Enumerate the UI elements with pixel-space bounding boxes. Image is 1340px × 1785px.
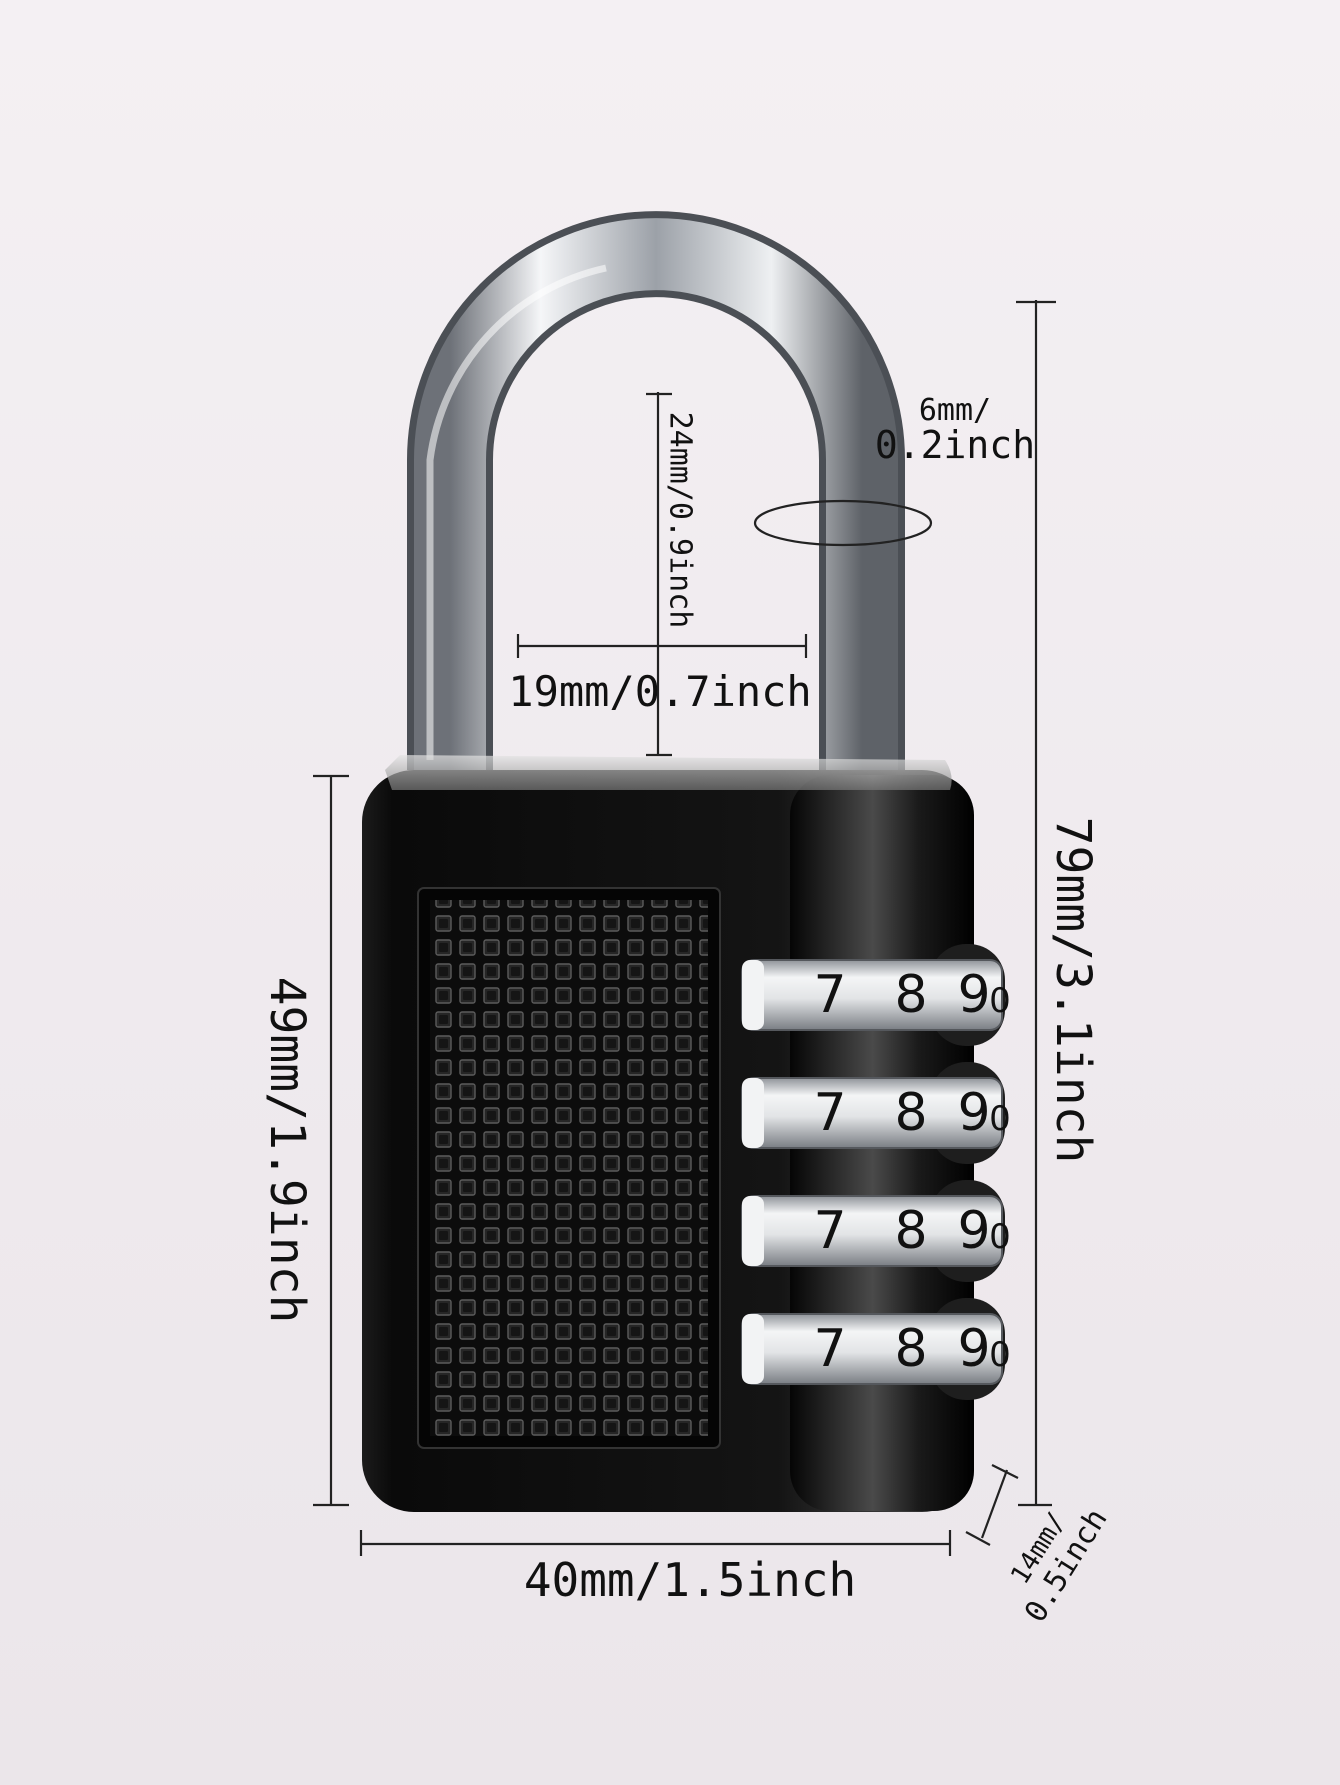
dial-digit: 9 bbox=[957, 965, 990, 1025]
grip-texture-panel bbox=[430, 900, 708, 1436]
dial-digit: 8 bbox=[894, 965, 927, 1025]
shackle-width-label: 19mm/0.7inch bbox=[508, 667, 811, 716]
dial-wheel-edge bbox=[742, 960, 764, 1030]
dial-digit: 0 bbox=[989, 981, 1011, 1021]
dial-digit: 8 bbox=[894, 1201, 927, 1261]
dial-digit: 7 bbox=[813, 965, 846, 1025]
dial-digit: 9 bbox=[957, 1083, 990, 1143]
dial-digit: 7 bbox=[813, 1201, 846, 1261]
body-depth-label: 14mm/ 0.5inch bbox=[1005, 1503, 1114, 1629]
dial-digit: 0 bbox=[989, 1217, 1011, 1257]
shackle-height-label: 24mm/0.9inch bbox=[663, 412, 698, 629]
shackle-diameter-label-line2: 0.2inch bbox=[875, 423, 1035, 467]
dial-digit: 0 bbox=[989, 1335, 1011, 1375]
dial-digit: 8 bbox=[894, 1319, 927, 1379]
total-height-label: 79mm/3.1inch bbox=[1045, 817, 1101, 1164]
body-width-label: 40mm/1.5inch bbox=[524, 1553, 856, 1607]
dial-wheel-edge bbox=[742, 1078, 764, 1148]
shackle bbox=[407, 211, 905, 780]
dial-digit: 8 bbox=[894, 1083, 927, 1143]
dial-digit: 7 bbox=[813, 1083, 846, 1143]
body-height-label: 49mm/1.9inch bbox=[259, 977, 315, 1324]
shackle-diameter-label-line1: 6mm/ bbox=[919, 393, 991, 428]
dimension-labels: 79mm/3.1inch 49mm/1.9inch 40mm/1.5inch 1… bbox=[259, 393, 1115, 1629]
dial-wheel-edge bbox=[742, 1314, 764, 1384]
dial-wheel-edge bbox=[742, 1196, 764, 1266]
dimension-lines bbox=[313, 300, 1056, 1556]
dial-digit: 0 bbox=[989, 1099, 1011, 1139]
dial-digit: 9 bbox=[957, 1319, 990, 1379]
dial-digit: 7 bbox=[813, 1319, 846, 1379]
dial-digit: 9 bbox=[957, 1201, 990, 1261]
